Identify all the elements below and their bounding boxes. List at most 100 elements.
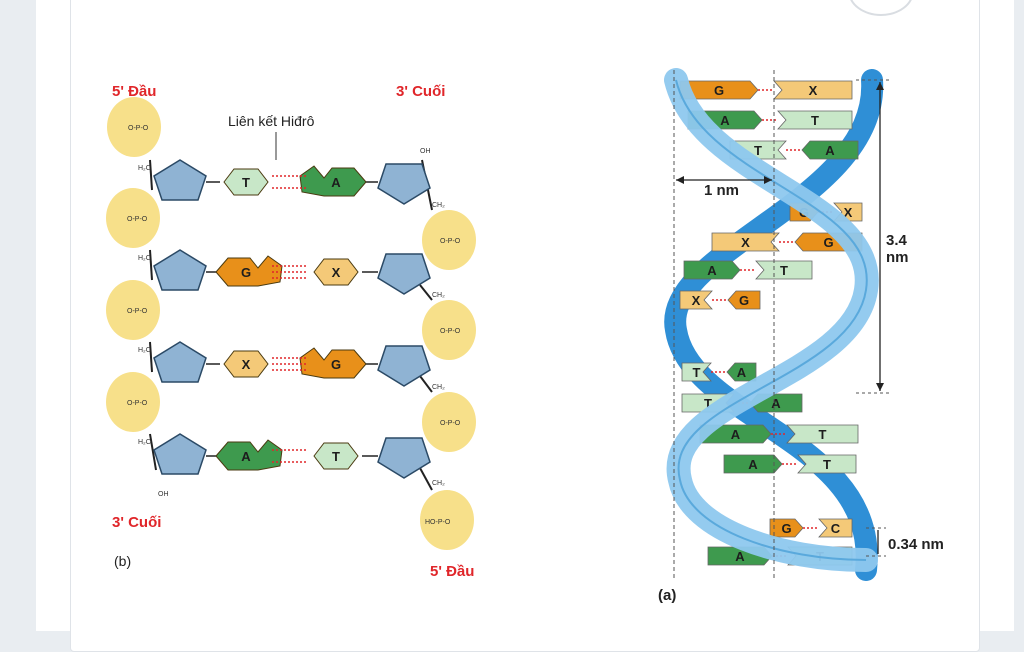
nucleotide-base: A <box>726 362 757 382</box>
label-hydrogen-bond: Liên kết Hiđrô <box>228 113 315 129</box>
svg-text:O-P-O: O-P-O <box>128 125 149 132</box>
svg-text:H₂C: H₂C <box>138 347 151 354</box>
nucleotide-base: A <box>683 260 741 280</box>
label-pitch-unit: nm <box>886 249 909 266</box>
nucleotide-base: T <box>313 442 359 470</box>
base-letter: C <box>831 521 841 536</box>
svg-text:O-P-O: O-P-O <box>127 308 148 315</box>
nucleotide-base: X <box>223 350 269 378</box>
svg-text:OH: OH <box>420 148 431 155</box>
dna-ladder-diagram: O-P-O O-P-O O-P-O O-P-O H₂C H₂C H₂C H₂C … <box>106 83 476 580</box>
base-letter: G <box>331 357 341 372</box>
nucleotide-base: X <box>679 290 713 310</box>
base-letter: X <box>692 293 701 308</box>
nucleotide-base: X <box>711 232 780 252</box>
base-letter: T <box>704 396 712 411</box>
base-letter: G <box>823 235 833 250</box>
base-letter: X <box>741 235 750 250</box>
phosphate-group <box>422 300 476 360</box>
base-letter: A <box>748 457 758 472</box>
svg-text:CH₂: CH₂ <box>432 202 445 209</box>
base-letter: T <box>811 113 819 128</box>
base-letter: A <box>735 549 745 564</box>
phosphate-group <box>422 392 476 452</box>
label-5-prime-top: 5' Đầu <box>112 83 156 100</box>
svg-text:OH: OH <box>158 491 169 498</box>
deoxyribose-sugar <box>153 249 207 291</box>
nucleotide-base: T <box>777 110 853 130</box>
base-letter: T <box>242 175 250 190</box>
base-letter: G <box>739 293 749 308</box>
deoxyribose-sugar <box>153 159 207 201</box>
deoxyribose-sugar <box>153 341 207 383</box>
label-3-prime-top: 3' Cuối <box>396 83 445 100</box>
phosphate-group <box>106 280 160 340</box>
base-letter: G <box>241 265 251 280</box>
base-letter: T <box>823 457 831 472</box>
svg-text:O-P-O: O-P-O <box>440 420 461 427</box>
base-letter: X <box>844 205 853 220</box>
base-letter: T <box>332 449 340 464</box>
base-letter: T <box>780 263 788 278</box>
nucleotide-base: A <box>801 140 859 160</box>
svg-text:HO-P-O: HO-P-O <box>425 519 451 526</box>
nucleotide-base: G <box>769 518 804 538</box>
nucleotide-base: X <box>773 80 853 100</box>
phosphate-group <box>420 490 474 550</box>
base-letter: A <box>825 143 835 158</box>
deoxyribose-sugar <box>377 163 431 205</box>
svg-text:H₂C: H₂C <box>138 165 151 172</box>
phosphate-group <box>422 210 476 270</box>
panel-b-label: (b) <box>114 553 131 569</box>
deoxyribose-sugar <box>377 345 431 387</box>
nucleotide-base: A <box>215 439 283 471</box>
svg-text:H₂C: H₂C <box>138 439 151 446</box>
label-5-prime-bottom: 5' Đầu <box>430 563 474 580</box>
nucleotide-base: T <box>786 424 859 444</box>
base-letter: A <box>731 427 741 442</box>
label-diameter: 1 nm <box>704 182 739 199</box>
svg-text:CH₂: CH₂ <box>432 384 445 391</box>
base-letter: T <box>819 427 827 442</box>
nucleotide-base: G <box>727 290 761 310</box>
svg-text:O-P-O: O-P-O <box>440 238 461 245</box>
base-letter: T <box>693 365 701 380</box>
base-letter: G <box>714 83 724 98</box>
base-letter: X <box>332 265 341 280</box>
nucleotide-base: T <box>681 362 712 382</box>
nucleotide-base: T <box>755 260 813 280</box>
phosphate-group <box>106 372 160 432</box>
nucleotide-base: A <box>299 165 367 197</box>
nucleotide-base: X <box>313 258 359 286</box>
nucleotide-base: C <box>818 518 853 538</box>
svg-text:O-P-O: O-P-O <box>127 216 148 223</box>
svg-text:CH₂: CH₂ <box>432 292 445 299</box>
svg-text:CH₂: CH₂ <box>432 480 445 487</box>
left-backbone: O-P-O O-P-O O-P-O O-P-O H₂C H₂C H₂C H₂C … <box>106 97 169 498</box>
phosphate-group <box>107 97 161 157</box>
deoxyribose-sugar <box>377 437 431 479</box>
label-3-prime-bottom: 3' Cuối <box>112 514 161 531</box>
nucleotide-base: G <box>299 347 367 379</box>
panel-a-label: (a) <box>658 587 676 604</box>
base-letter: A <box>331 175 341 190</box>
label-pitch-value: 3.4 <box>886 232 908 249</box>
base-letter: T <box>754 143 762 158</box>
base-letter: G <box>781 521 791 536</box>
base-letter: A <box>720 113 730 128</box>
phosphate-group <box>106 188 160 248</box>
dna-figure: O-P-O O-P-O O-P-O O-P-O H₂C H₂C H₂C H₂C … <box>106 68 944 604</box>
nucleotide-base: G <box>215 255 283 287</box>
base-letter: A <box>737 365 747 380</box>
base-letter: A <box>241 449 251 464</box>
base-letter: X <box>242 357 251 372</box>
